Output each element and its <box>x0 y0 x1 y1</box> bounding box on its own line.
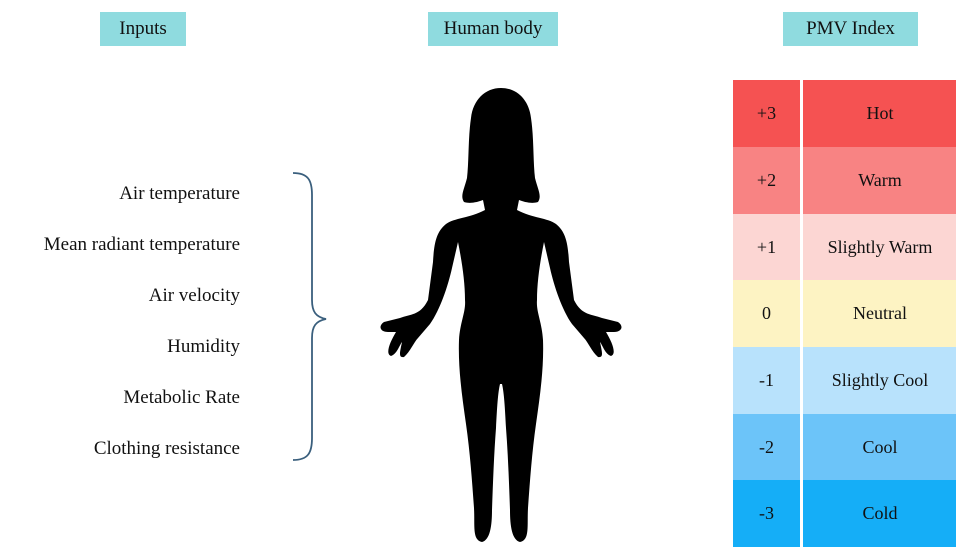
pmv-scale-table: +3 Hot +2 Warm +1 Slightly Warm 0 Neutra… <box>733 80 956 547</box>
pmv-row-minus-1: -1 Slightly Cool <box>733 347 956 414</box>
column-divider <box>800 80 803 547</box>
input-air-temperature: Air temperature <box>0 168 240 219</box>
pmv-label: Slightly Cool <box>804 347 956 414</box>
pmv-value: -2 <box>733 414 800 481</box>
inputs-header: Inputs <box>100 12 186 46</box>
pmv-row-plus-3: +3 Hot <box>733 80 956 147</box>
human-silhouette-icon <box>370 86 632 544</box>
pmv-label: Hot <box>804 80 956 147</box>
pmv-row-plus-2: +2 Warm <box>733 147 956 214</box>
pmv-row-zero: 0 Neutral <box>733 280 956 347</box>
pmv-index-header: PMV Index <box>783 12 918 46</box>
pmv-row-minus-2: -2 Cool <box>733 414 956 481</box>
human-body-header: Human body <box>428 12 558 46</box>
inputs-list: Air temperature Mean radiant temperature… <box>0 168 240 474</box>
pmv-value: +3 <box>733 80 800 147</box>
pmv-row-plus-1: +1 Slightly Warm <box>733 214 956 281</box>
pmv-label: Warm <box>804 147 956 214</box>
input-metabolic-rate: Metabolic Rate <box>0 372 240 423</box>
pmv-row-minus-3: -3 Cold <box>733 480 956 547</box>
input-air-velocity: Air velocity <box>0 270 240 321</box>
input-mean-radiant-temperature: Mean radiant temperature <box>0 219 240 270</box>
pmv-label: Neutral <box>804 280 956 347</box>
pmv-value: -3 <box>733 480 800 547</box>
pmv-label: Cold <box>804 480 956 547</box>
pmv-label: Cool <box>804 414 956 481</box>
pmv-value: +1 <box>733 214 800 281</box>
pmv-value: -1 <box>733 347 800 414</box>
pmv-value: 0 <box>733 280 800 347</box>
input-humidity: Humidity <box>0 321 240 372</box>
pmv-value: +2 <box>733 147 800 214</box>
pmv-label: Slightly Warm <box>804 214 956 281</box>
input-clothing-resistance: Clothing resistance <box>0 423 240 474</box>
curly-brace-icon <box>288 170 338 465</box>
